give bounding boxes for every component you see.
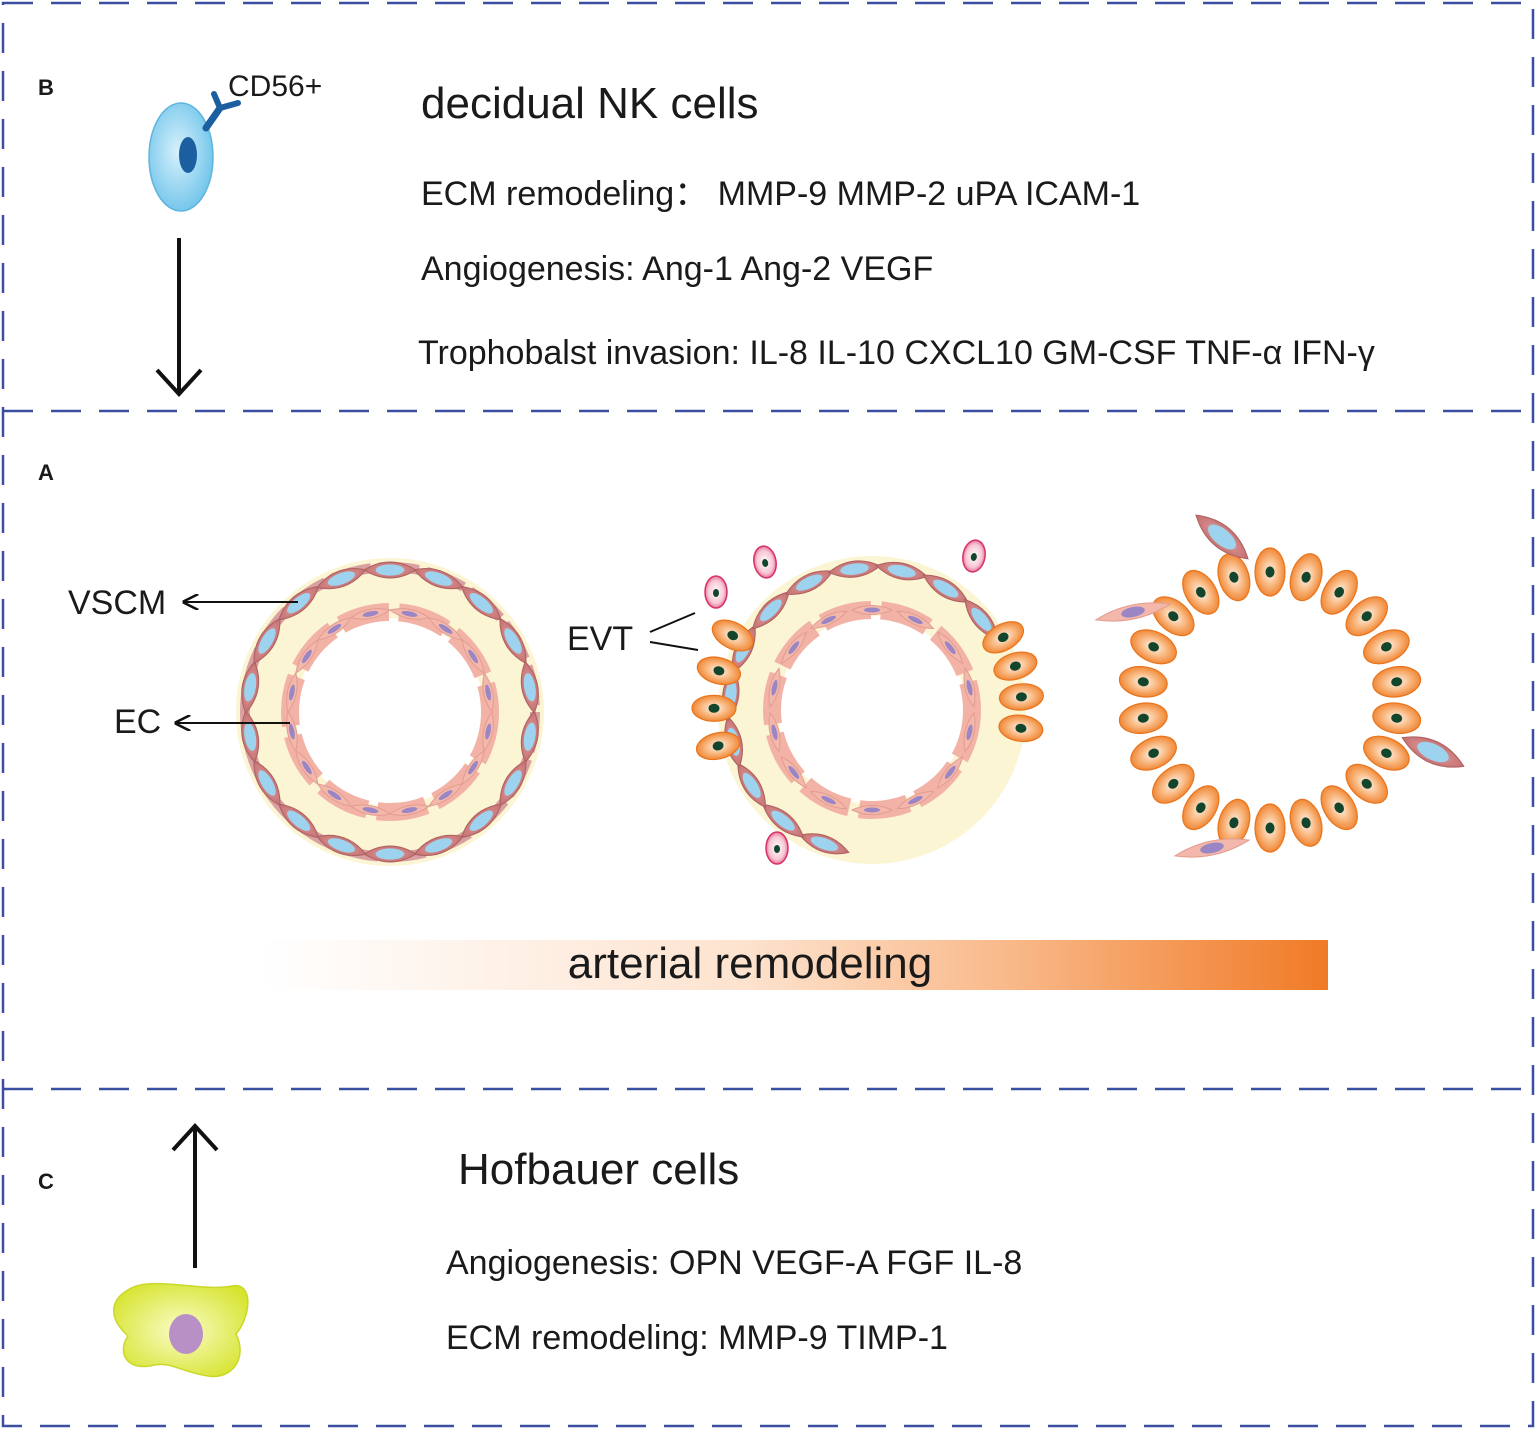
trophoblast-cell <box>1363 629 1410 665</box>
trophoblast-cell <box>1182 785 1220 831</box>
evt-cell <box>765 831 789 865</box>
smooth-muscle-cell <box>520 660 539 714</box>
trophoblast-cell <box>1130 735 1177 771</box>
evt-pointer-upper <box>649 612 696 633</box>
detached-smooth-muscle-cell <box>1401 736 1465 768</box>
vessel-partial <box>691 539 1044 865</box>
evt-cell <box>704 575 728 609</box>
panel-a: A VSCM EC EVT <box>38 460 1465 990</box>
trophoblast-cell <box>695 731 741 761</box>
panel-a-letter: A <box>38 460 54 485</box>
trophoblast-cell <box>1217 553 1251 602</box>
panel-c-line-angiogenesis: Angiogenesis: OPN VEGF-A FGF IL-8 <box>446 1244 1022 1282</box>
panel-b-letter: B <box>38 75 54 100</box>
trophoblast-cell <box>1118 702 1168 735</box>
endothelial-cell <box>780 631 808 665</box>
detached-smooth-muscle-cell <box>1195 514 1249 560</box>
trophoblast-cell <box>1372 702 1422 735</box>
trophoblast-cell <box>1320 569 1358 615</box>
endothelial-cell <box>482 671 494 714</box>
evt-cell <box>962 539 986 573</box>
arrow-down-icon <box>155 238 203 397</box>
detached-endothelial-cell <box>1173 838 1251 858</box>
nk-cell-icon <box>148 91 241 212</box>
hofbauer-cell-icon <box>113 1282 249 1378</box>
panel-b-line-ecm: ECM remodeling： MMP-9 MMP-2 uPA ICAM-1 <box>421 175 1140 213</box>
panel-b-line-invasion: Trophobalst invasion: IL-8 IL-10 CXCL10 … <box>418 334 1375 372</box>
trophoblast-cell <box>1182 569 1220 615</box>
trophoblast-cell <box>998 714 1044 743</box>
vessel-normal <box>236 558 544 866</box>
vessel-normal-endothelial-ring <box>286 608 494 816</box>
trophoblast-cell <box>1345 763 1388 804</box>
endothelial-cell <box>936 755 964 789</box>
trophoblast-cell <box>1372 665 1422 698</box>
trophoblast-cell <box>696 656 742 686</box>
trophoblast-cell <box>711 619 754 652</box>
evt-cell <box>753 545 777 579</box>
vessel-partial-trophoblasts <box>691 619 1044 761</box>
smooth-muscle-cell <box>363 561 417 579</box>
endothelial-cell <box>809 790 848 810</box>
endothelial-cell <box>936 631 964 665</box>
endothelial-cell <box>850 605 894 615</box>
trophoblast-cell <box>1289 798 1323 847</box>
panel-b-title: decidual NK cells <box>421 79 759 128</box>
vessel-remodeled <box>1094 514 1465 858</box>
endothelial-cell <box>768 711 781 753</box>
smooth-muscle-cell <box>363 845 417 863</box>
trophoblast-cell <box>982 621 1025 654</box>
trophoblast-cell <box>993 651 1038 681</box>
trophoblast-cell <box>998 683 1044 711</box>
endothelial-cell <box>896 790 935 810</box>
trophoblast-cell <box>1320 785 1358 831</box>
remodeling-gradient-bar <box>262 940 1328 990</box>
ec-label: EC <box>114 703 161 741</box>
trophoblast-cell <box>1345 596 1388 637</box>
vessel-normal-smooth-muscle-ring <box>241 561 539 863</box>
smooth-muscle-cell <box>875 561 929 581</box>
endothelial-cell <box>768 667 781 709</box>
trophoblast-cell <box>691 694 737 722</box>
endothelial-cell <box>963 711 976 753</box>
smooth-muscle-cell <box>241 660 260 714</box>
detached-endothelial-cell <box>1094 602 1172 622</box>
arrow-up-icon <box>171 1123 219 1268</box>
trophoblast-cell <box>1363 735 1410 771</box>
endothelial-cell <box>286 710 298 753</box>
panel-c: C Hofbauer cells Angiogenesis: OPN VEGF-… <box>38 1123 1022 1378</box>
trophoblast-cell <box>1152 763 1195 804</box>
endothelial-cell <box>780 755 808 789</box>
endothelial-cell <box>896 610 935 630</box>
endothelial-cell <box>809 610 848 630</box>
vscm-label: VSCM <box>68 584 166 622</box>
vessel-remodeled-detached-cells <box>1094 514 1465 858</box>
evt-label: EVT <box>567 620 633 658</box>
remodeling-bar-label: arterial remodeling <box>568 939 932 988</box>
panel-c-letter: C <box>38 1169 54 1194</box>
vessel-remodeled-trophoblast-ring <box>1118 547 1422 853</box>
cd56-marker-label: CD56+ <box>228 70 322 103</box>
endothelial-cell <box>963 667 976 709</box>
trophoblast-cell <box>1254 547 1286 597</box>
endothelial-cell <box>850 805 894 815</box>
trophoblast-cell <box>1289 553 1323 602</box>
smooth-muscle-cell <box>827 560 882 578</box>
vessel-partial-evt-cells <box>704 539 986 865</box>
trophoblast-cell <box>1254 803 1286 853</box>
evt-pointer-lower <box>649 641 699 651</box>
panel-c-line-ecm: ECM remodeling: MMP-9 TIMP-1 <box>446 1319 948 1357</box>
trophoblast-cell <box>1130 629 1177 665</box>
panel-b-line-angiogenesis: Angiogenesis: Ang-1 Ang-2 VEGF <box>421 250 933 288</box>
panel-b: B CD56+ decidual NK cells ECM remodeling… <box>38 70 1375 397</box>
vessel-partial-endothelial-ring <box>768 605 976 815</box>
trophoblast-cell <box>1118 665 1168 698</box>
panel-c-title: Hofbauer cells <box>458 1145 739 1194</box>
